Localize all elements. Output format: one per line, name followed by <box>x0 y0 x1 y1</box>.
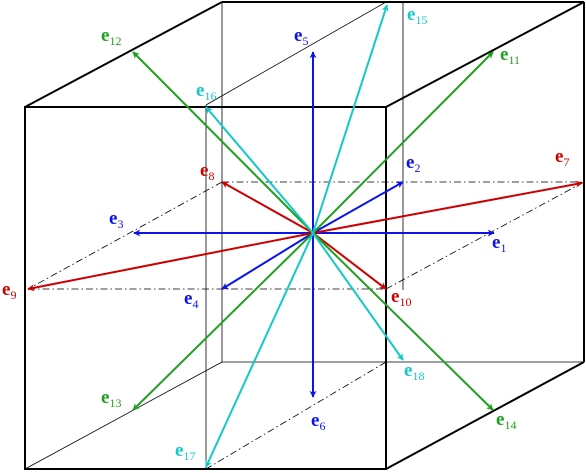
vector-e9-arrow <box>27 232 314 292</box>
vector-labels: e1 e2 e3 e4 e5 e6 e7 e8 e9 e10 e11 e12 e… <box>2 4 569 463</box>
label-e16: e16 <box>196 80 216 103</box>
vector-e2-arrow <box>312 181 404 234</box>
label-e7: e7 <box>555 146 569 169</box>
vector-e4-arrow <box>221 232 314 290</box>
label-e11: e11 <box>500 44 520 67</box>
vector-e18-arrow <box>312 232 404 361</box>
cube-hidden-edges <box>24 1 584 470</box>
cube-visible-edges <box>24 1 585 470</box>
label-e4: e4 <box>184 288 198 311</box>
label-e13: e13 <box>101 387 121 410</box>
vector-e12-arrow <box>132 51 314 234</box>
label-e15: e15 <box>407 4 427 27</box>
label-e8: e8 <box>200 160 214 183</box>
vector-e8-arrow <box>221 181 314 234</box>
vector-e15-arrow <box>312 4 389 234</box>
vector-e17-arrow <box>205 232 314 468</box>
label-e18: e18 <box>404 360 424 383</box>
label-e14: e14 <box>496 409 516 432</box>
label-e1: e1 <box>492 232 506 255</box>
label-e17: e17 <box>175 440 195 463</box>
label-e5: e5 <box>294 25 308 48</box>
vector-e7-arrow <box>312 180 583 234</box>
label-e10: e10 <box>391 286 411 309</box>
label-e6: e6 <box>311 410 325 433</box>
label-e3: e3 <box>109 208 123 231</box>
vector-e14-arrow <box>312 232 494 411</box>
label-e9: e9 <box>2 279 16 302</box>
vector-e10-arrow <box>312 232 387 290</box>
vector-e13-arrow <box>132 232 314 411</box>
label-e2: e2 <box>406 152 420 175</box>
velocity-vectors <box>27 4 583 468</box>
vector-e16-arrow <box>205 106 314 234</box>
label-e12: e12 <box>101 25 121 48</box>
vector-e11-arrow <box>312 51 494 234</box>
